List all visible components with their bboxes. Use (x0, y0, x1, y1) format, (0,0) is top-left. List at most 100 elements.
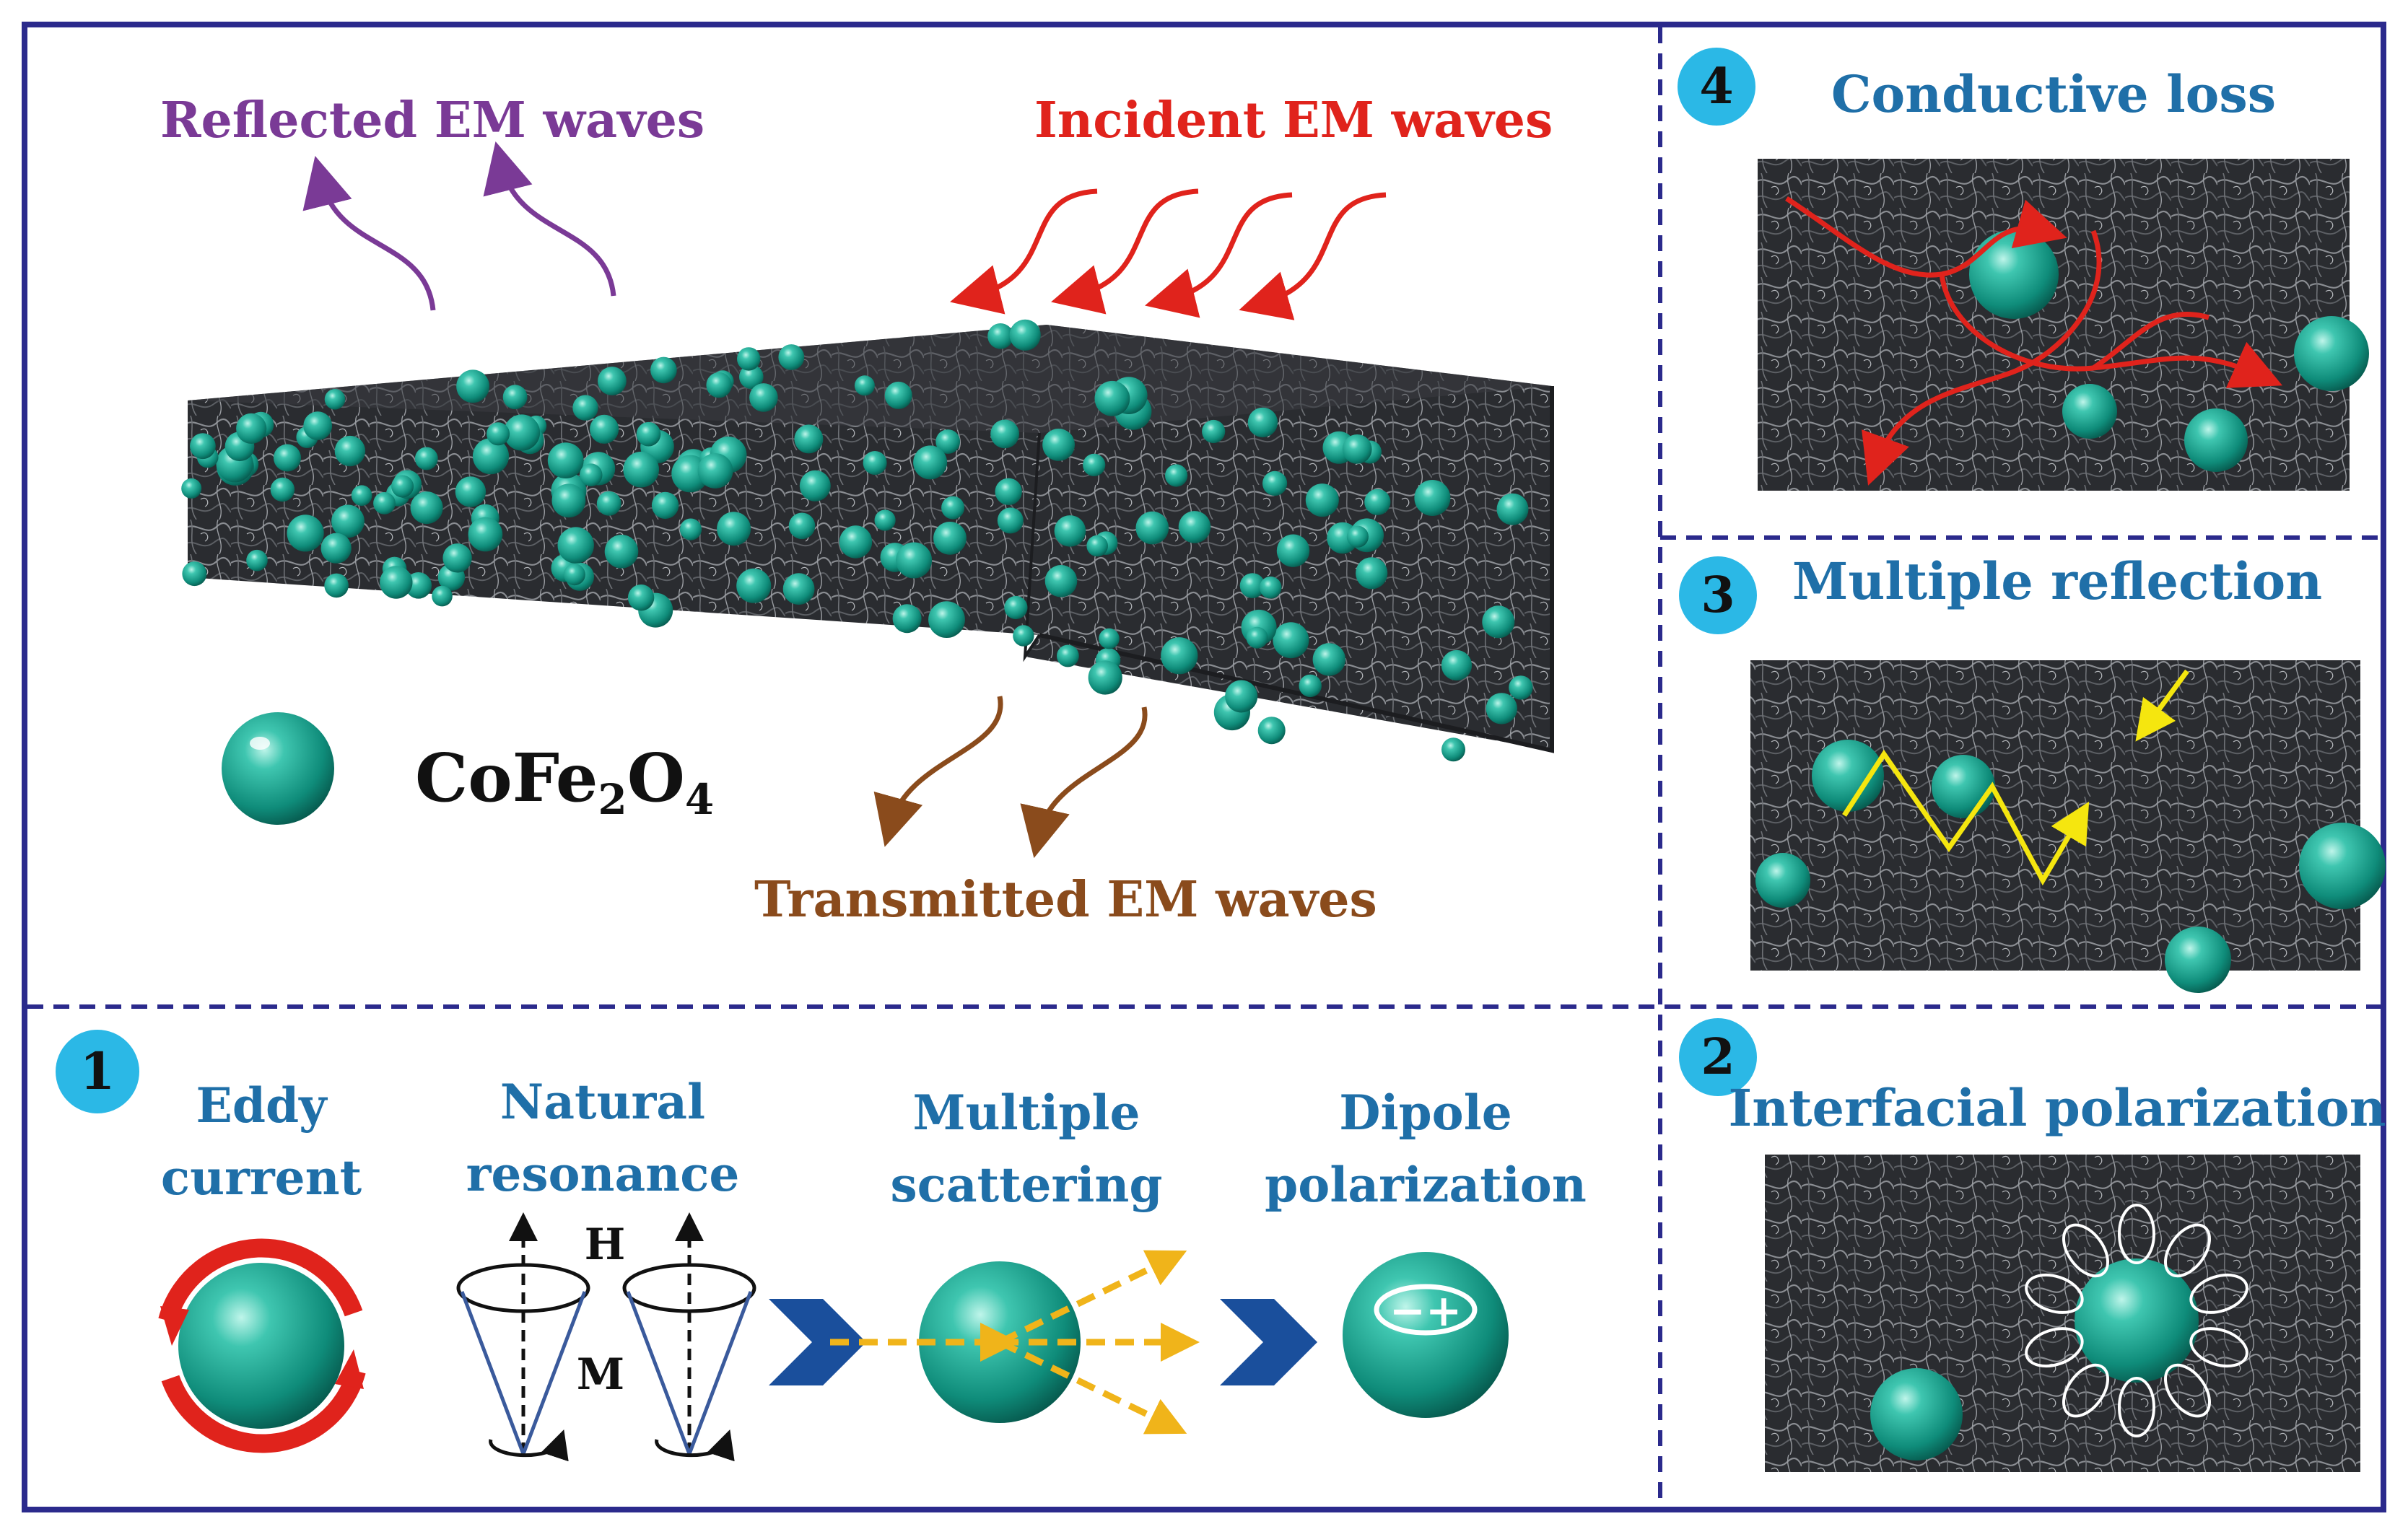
particle (1135, 511, 1169, 545)
incoming-ray-arrow (2135, 669, 2189, 742)
particle (1342, 434, 1372, 464)
particle (1178, 511, 1211, 543)
particle (874, 509, 896, 531)
panel-interfacial-polarization: 2 Interfacial polarization (1679, 1018, 2386, 1472)
particle (990, 419, 1019, 449)
particle (839, 525, 873, 559)
particle (854, 375, 875, 396)
particle (1044, 565, 1078, 597)
eddy-label-line2: current (161, 1150, 362, 1206)
particle (1094, 380, 1130, 416)
charge-dipole-ellipse (2062, 1363, 2109, 1418)
particle (334, 435, 366, 467)
particle (935, 429, 961, 454)
particle (1273, 622, 1309, 659)
particle (1165, 464, 1188, 487)
reflection-zigzag-arrow (1842, 749, 2090, 886)
particle (351, 485, 372, 506)
particle (933, 522, 967, 555)
particle (636, 421, 661, 447)
charge-dipole-ellipse (2025, 1273, 2084, 1314)
particle (1042, 429, 1075, 461)
particle (502, 385, 528, 410)
particle (324, 573, 349, 598)
panel-conductive-loss: 4 Conductive loss (1678, 48, 2369, 491)
incident-wave-arrows (950, 188, 1387, 320)
particle (1346, 525, 1369, 548)
particle (414, 447, 438, 470)
particle (270, 477, 295, 502)
panel-3-badge (1679, 556, 1757, 634)
particle (324, 389, 346, 410)
particle (651, 491, 679, 520)
panel-2-badge (1679, 1018, 1757, 1096)
particle (432, 585, 453, 607)
particle (995, 478, 1022, 505)
charge-dipole-ellipse (2164, 1223, 2211, 1278)
panel-1-number: 1 (80, 1041, 115, 1101)
particle (246, 549, 268, 572)
particle (1441, 737, 1465, 762)
dipole-polarization-icon: −+ (1343, 1252, 1509, 1418)
particle (303, 411, 333, 440)
particle (236, 413, 267, 445)
particle (1257, 717, 1286, 745)
charge-dipole-ellipse (2189, 1273, 2248, 1314)
outer-frame (22, 22, 2386, 1512)
particle (884, 381, 912, 409)
particle (181, 478, 202, 499)
particle (551, 483, 586, 518)
particle (1054, 515, 1086, 547)
particle (997, 507, 1024, 534)
multiple-scattering-icon (830, 1250, 1200, 1435)
particle (320, 533, 352, 564)
conductive-loss-image (1758, 159, 2350, 491)
charge-dipole-ellipse (2164, 1363, 2211, 1418)
particle (627, 584, 655, 611)
particle (749, 383, 778, 412)
particle (547, 442, 584, 478)
particle (987, 323, 1013, 349)
particle (1088, 660, 1122, 695)
particle (572, 395, 598, 421)
particle (468, 517, 503, 552)
charge-dipole-ellipse (2189, 1327, 2248, 1368)
particle (590, 414, 619, 444)
conduction-paths (1785, 196, 2282, 486)
charge-dipole-ellipse (2062, 1223, 2109, 1278)
particle (1299, 674, 1322, 698)
panel-mechanisms: 1 Eddy current Natural resonance (56, 1030, 1587, 1462)
particle (1312, 643, 1346, 676)
panel-4-title: Conductive loss (1831, 64, 2276, 124)
precession-cone-right (622, 1212, 756, 1462)
transmitted-wave-arrows (873, 696, 1148, 859)
particle (650, 356, 677, 384)
particle (1086, 535, 1108, 557)
cofe2o4-particles (181, 319, 1533, 762)
particle (373, 492, 396, 514)
particle (717, 512, 751, 546)
particle (799, 470, 831, 502)
resonance-label-line2: resonance (466, 1146, 740, 1202)
particle (736, 347, 761, 371)
particle (331, 504, 365, 538)
legend-formula: CoFe2O4 (415, 739, 714, 824)
panel-1-badge (56, 1030, 139, 1113)
particle (1305, 483, 1339, 517)
transmitted-waves-label: Transmitted EM waves (754, 871, 1377, 929)
precession-cone-left (456, 1212, 590, 1462)
particle (913, 445, 948, 480)
particle (182, 561, 207, 587)
field-h-label: H (585, 1219, 626, 1270)
charge-dipole-ellipse (2118, 1204, 2155, 1264)
main-panel: Reflected EM waves Incident EM waves Tra… (160, 92, 1554, 929)
eddy-label-line1: Eddy (196, 1077, 328, 1134)
particle (604, 535, 639, 569)
particle (1239, 573, 1265, 598)
particle (736, 568, 772, 603)
particle (487, 422, 510, 446)
particle (1083, 453, 1106, 477)
particle (941, 496, 965, 520)
particle (1057, 644, 1079, 667)
